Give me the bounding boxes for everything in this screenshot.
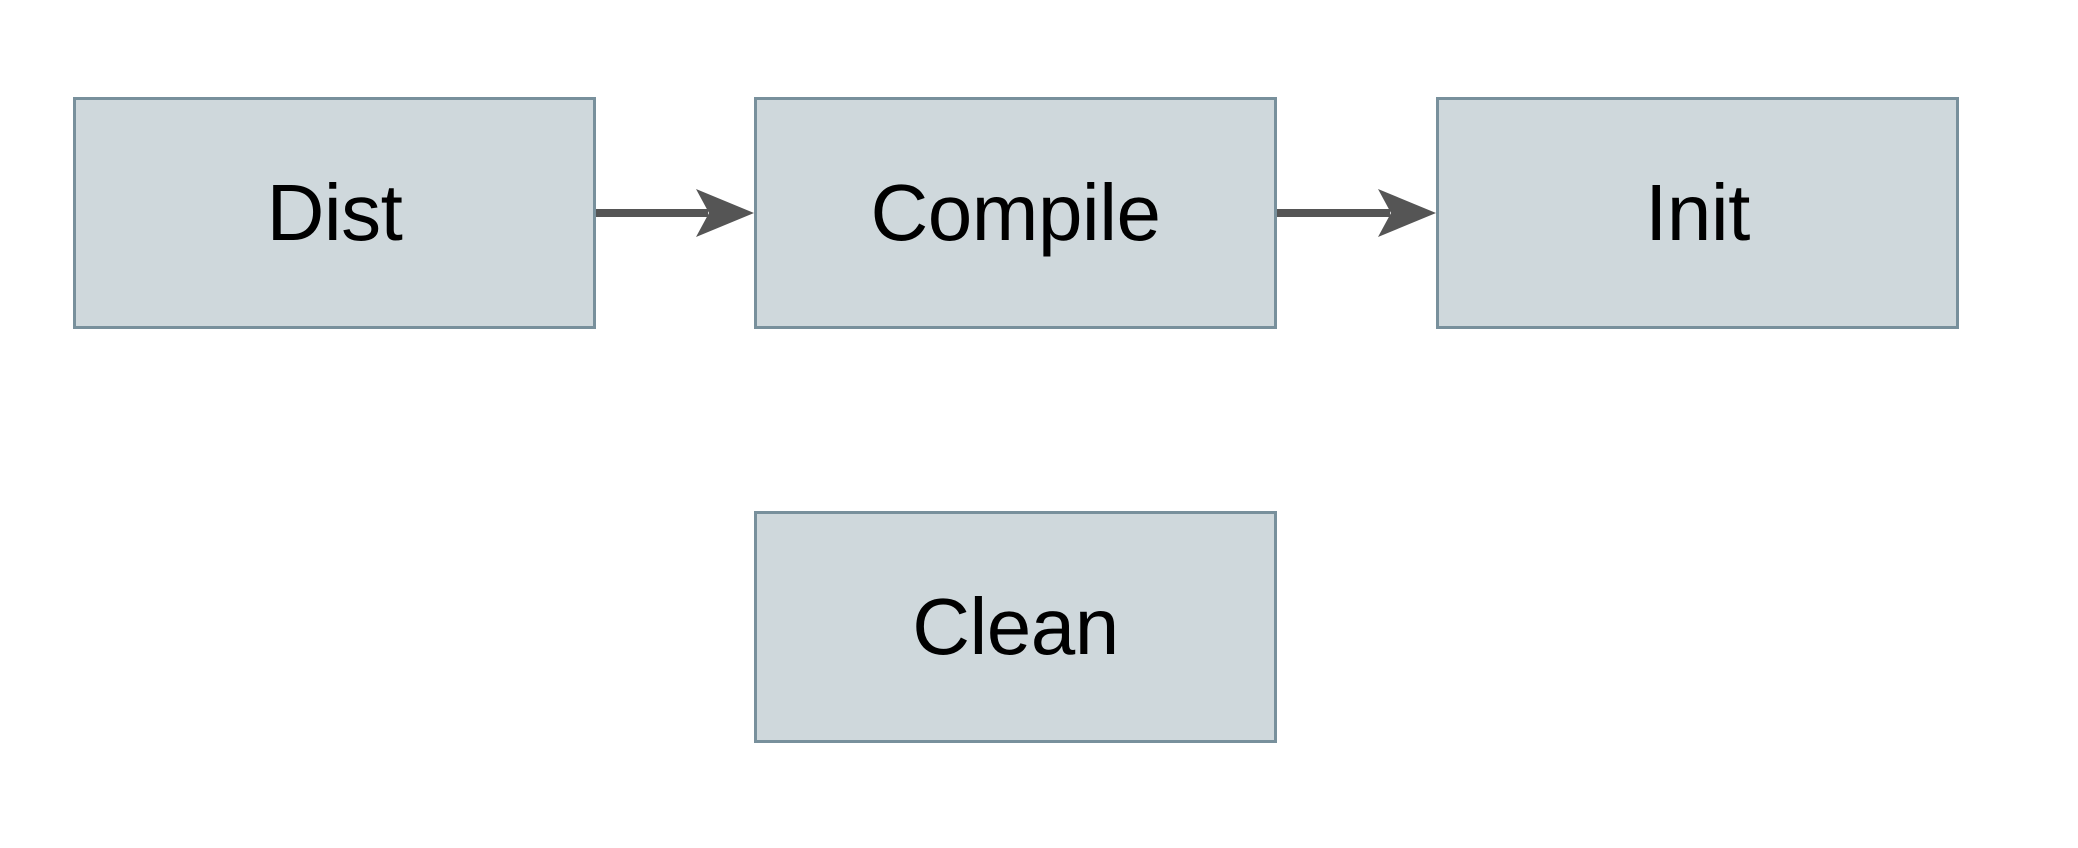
node-clean-label: Clean <box>912 582 1119 671</box>
node-dist[interactable]: Dist <box>73 97 596 329</box>
node-compile[interactable]: Compile <box>754 97 1277 329</box>
node-init-label: Init <box>1645 168 1750 257</box>
node-compile-label: Compile <box>870 168 1161 257</box>
edge-dist-to-compile[interactable] <box>596 185 754 241</box>
arrowhead-icon <box>1378 189 1436 237</box>
node-init[interactable]: Init <box>1436 97 1959 329</box>
node-dist-label: Dist <box>266 168 403 257</box>
arrowhead-icon <box>696 189 754 237</box>
edge-compile-to-init[interactable] <box>1277 185 1436 241</box>
node-clean[interactable]: Clean <box>754 511 1277 743</box>
